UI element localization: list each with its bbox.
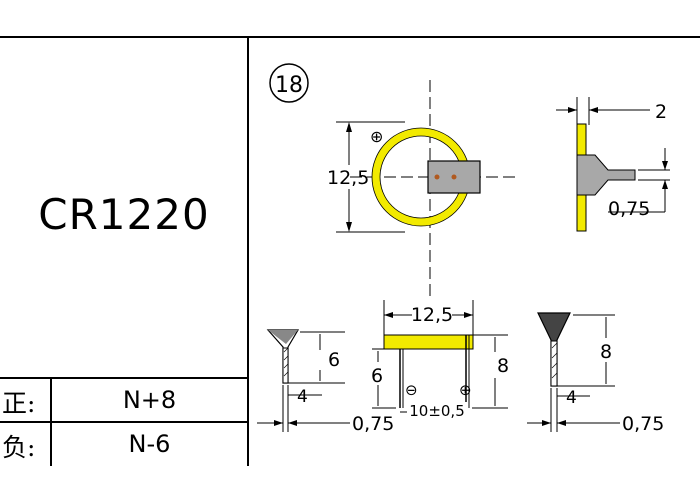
negative-label: 负: [2,433,36,462]
middle-height-right-label: 8 [497,355,509,377]
front-diameter-label: 12,5 [327,167,369,189]
right-pin-view: 8 4 0,75 [527,312,664,435]
right-thickness-label: 0,75 [622,413,664,435]
front-plus-symbol: ⊕ [370,127,383,146]
left-height-label: 6 [328,349,340,371]
drawing-index-marker: 18 [269,63,309,103]
middle-minus-symbol: ⊖ [405,381,418,399]
left-foot-label: 4 [297,387,308,407]
left-pin-view: 6 4 0,75 [257,329,394,435]
positive-label: 正: [2,389,36,418]
bottom-width-label: 12,5 [411,304,453,326]
drawing-index-text: 18 [275,73,303,98]
bottom-pitch-label: 10±0,5 [409,402,465,420]
side-view: 2 0,75 [556,97,670,232]
right-height-label: 8 [600,341,612,363]
middle-cell [383,334,474,350]
model-name: CR1220 [38,190,210,239]
side-tab-label: 0,75 [608,198,650,220]
sheet-grid [0,36,700,466]
middle-height-left-label: 6 [371,365,383,387]
right-foot-label: 4 [566,388,577,408]
negative-value: N-6 [128,430,171,458]
side-thickness-label: 2 [655,101,667,123]
left-thickness-label: 0,75 [352,413,394,435]
side-tab [576,154,636,196]
middle-plus-symbol: ⊕ [459,381,472,399]
front-view: 12,5 ⊕ [327,80,515,298]
middle-view: 12,5 ⊖ ⊕ 10±0,5 6 8 [371,300,509,420]
positive-value: N+8 [122,386,177,414]
